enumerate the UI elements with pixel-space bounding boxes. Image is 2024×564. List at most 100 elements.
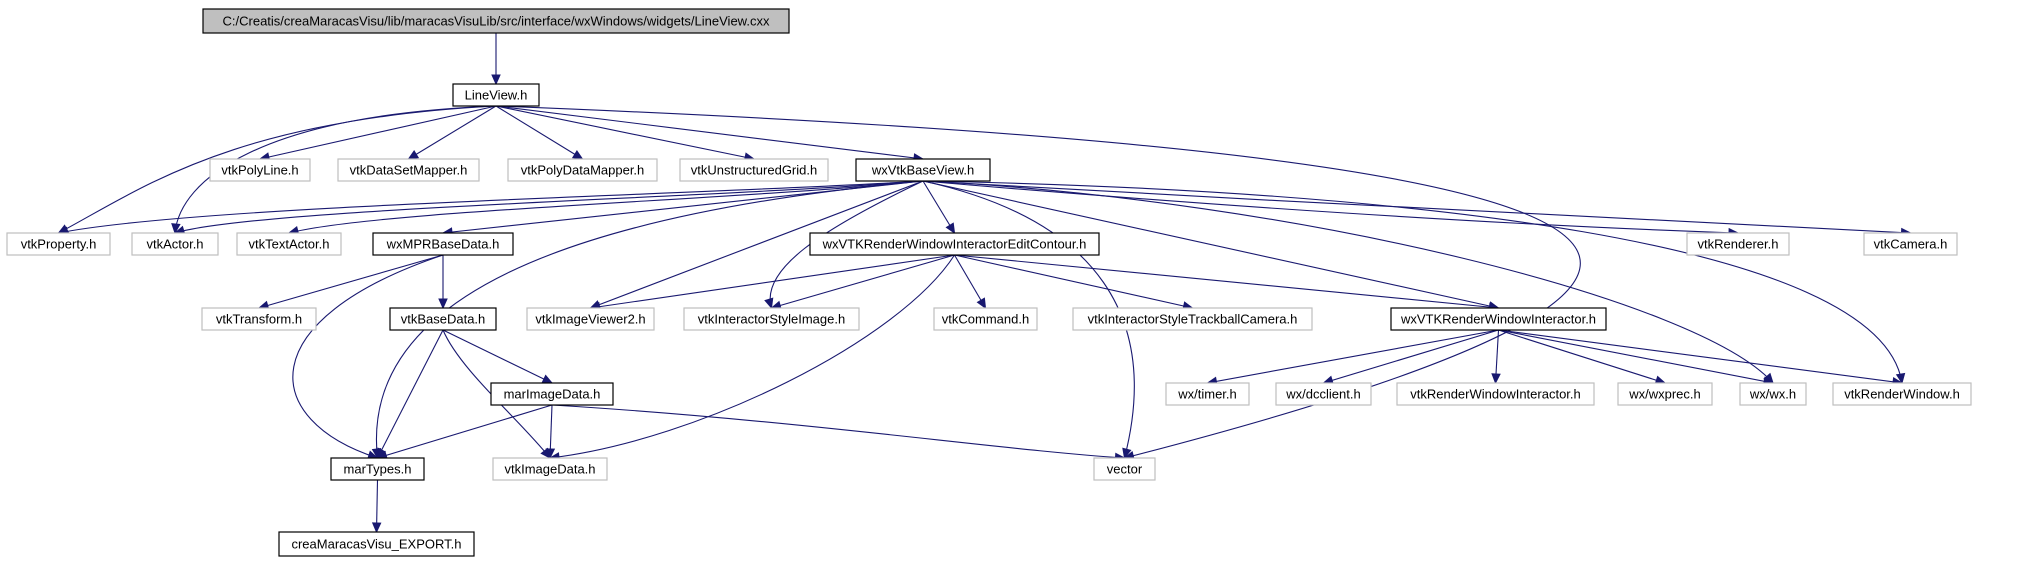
edge-mar-types-to-crea-export: [371, 479, 382, 534]
edges-layer: [57, 33, 1912, 534]
node-box: [1686, 232, 1790, 256]
edge-mar-image-data-to-vector: [551, 404, 1126, 463]
node-label: wxVTKRenderWindowInteractor.h: [1400, 312, 1596, 327]
node-label: vtkImageData.h: [504, 462, 595, 477]
arrowhead: [1491, 373, 1501, 385]
node-root[interactable]: C:/Creatis/creaMaracasVisu/lib/maracasVi…: [202, 8, 790, 34]
node-mar-image-data[interactable]: marImageData.h: [490, 382, 614, 406]
edge-line: [1498, 329, 1666, 384]
node-box: [1275, 382, 1372, 406]
node-label: wxVtkBaseView.h: [871, 163, 974, 178]
edge-wx-vtk-base-view-to-vtk-actor: [173, 180, 924, 235]
node-label: vector: [1107, 462, 1143, 477]
edge-wx-vtkrwi-to-wx-timer: [1206, 329, 1499, 386]
edge-line-view-to-vector: [495, 105, 1581, 461]
node-wx-wxprec: wx/wxprec.h: [1617, 382, 1713, 406]
node-wx-vtk-base-view[interactable]: wxVtkBaseView.h: [855, 158, 991, 182]
node-label: vtkRenderWindowInteractor.h: [1410, 387, 1581, 402]
edge-line: [922, 180, 1911, 234]
edge-line: [442, 329, 553, 384]
node-vtk-base-data[interactable]: vtkBaseData.h: [389, 307, 497, 331]
edge-wx-vtkrwiedit-contour-to-vtk-interactor-style-image: [770, 254, 955, 310]
node-wx-mprbase-data[interactable]: wxMPRBaseData.h: [372, 232, 514, 256]
edge-wx-vtkrwi-to-vtk-render-window: [1498, 329, 1904, 387]
node-vtk-text-actor: vtkTextActor.h: [236, 232, 342, 256]
node-line-view[interactable]: LineView.h: [452, 83, 540, 107]
arrowhead: [945, 222, 956, 235]
node-label: wx/wxprec.h: [1628, 387, 1701, 402]
node-label: vtkDataSetMapper.h: [350, 163, 468, 178]
node-box: [201, 307, 317, 331]
node-vtk-poly-line: vtkPolyLine.h: [209, 158, 311, 182]
node-wx-vtkrwi[interactable]: wxVTKRenderWindowInteractor.h: [1390, 307, 1607, 331]
node-label: creaMaracasVisu_EXPORT.h: [291, 537, 461, 552]
node-box: [1072, 307, 1313, 331]
node-wx-timer: wx/timer.h: [1165, 382, 1250, 406]
node-box: [337, 158, 480, 182]
arrowhead: [1122, 447, 1132, 460]
edge-wx-mprbase-data-to-vtk-transform: [257, 254, 444, 310]
node-vtk-camera: vtkCamera.h: [1863, 232, 1958, 256]
edge-line: [1207, 329, 1499, 384]
node-label: vtkInteractorStyleImage.h: [698, 312, 845, 327]
arrowhead: [1895, 372, 1906, 385]
node-mar-types[interactable]: marTypes.h: [330, 457, 425, 481]
node-wx-dcclient: wx/dcclient.h: [1275, 382, 1372, 406]
edge-line: [922, 180, 1903, 384]
node-vtk-interactor-style-trackball-camera: vtkInteractorStyleTrackballCamera.h: [1072, 307, 1313, 331]
edge-line: [954, 254, 986, 309]
edge-line-view-to-wx-vtk-base-view: [495, 105, 925, 163]
node-box: [389, 307, 497, 331]
edge-wx-vtkrwiedit-contour-to-vtk-interactor-style-trackball-camera: [954, 254, 1194, 311]
arrowhead: [407, 149, 420, 160]
node-box: [1390, 307, 1607, 331]
edge-line: [174, 105, 497, 234]
node-label: vtkTextActor.h: [249, 237, 330, 252]
node-label: wxVTKRenderWindowInteractorEditContour.h: [822, 237, 1087, 252]
edge-line: [495, 105, 583, 160]
node-box: [131, 232, 219, 256]
edge-wx-vtkrwiedit-contour-to-wx-vtkrwi: [954, 254, 1500, 312]
edge-line: [954, 254, 1193, 309]
edge-line: [377, 329, 444, 459]
edge-line: [922, 180, 1739, 234]
node-box: [1832, 382, 1972, 406]
edge-wx-vtk-base-view-to-vector: [922, 180, 1135, 460]
arrowhead: [438, 298, 448, 310]
node-label: wx/dcclient.h: [1285, 387, 1360, 402]
edge-line: [258, 254, 444, 309]
arrowhead: [545, 448, 556, 460]
node-vtk-unstructured-grid: vtkUnstructuredGrid.h: [679, 158, 829, 182]
nodes-layer: C:/Creatis/creaMaracasVisu/lib/maracasVi…: [6, 8, 1972, 557]
arrowhead: [371, 522, 382, 534]
edge-line: [259, 105, 497, 160]
node-box: [492, 457, 608, 481]
edge-line: [549, 254, 955, 459]
node-wx-vtkrwiedit-contour[interactable]: wxVTKRenderWindowInteractorEditContour.h: [809, 232, 1100, 256]
edge-line-view-to-vtk-poly-data-mapper: [495, 105, 584, 160]
node-box: [1617, 382, 1713, 406]
edge-line: [58, 105, 497, 234]
arrowhead: [764, 297, 774, 310]
node-label: LineView.h: [465, 88, 528, 103]
edge-line-view-to-vtk-actor: [171, 105, 497, 235]
node-vtk-image-viewer2: vtkImageViewer2.h: [526, 307, 655, 331]
node-vtk-command: vtkCommand.h: [933, 307, 1038, 331]
edge-line: [495, 105, 755, 160]
edge-line: [922, 180, 1774, 384]
edge-line-view-to-vtk-poly-line: [258, 105, 497, 162]
node-box: [372, 232, 514, 256]
node-label: wx/wx.h: [1749, 387, 1796, 402]
edge-line: [551, 404, 1125, 459]
node-crea-export[interactable]: creaMaracasVisu_EXPORT.h: [278, 531, 475, 557]
edge-wx-vtkrwiedit-contour-to-vtk-image-data: [548, 254, 955, 462]
node-label: vtkUnstructuredGrid.h: [691, 163, 817, 178]
node-vtk-property: vtkProperty.h: [6, 232, 111, 256]
node-box: [202, 8, 790, 34]
edge-wx-mprbase-data-to-mar-types: [292, 254, 444, 460]
node-vtk-renderer: vtkRenderer.h: [1686, 232, 1790, 256]
edge-mar-image-data-to-vtk-image-data: [545, 404, 556, 460]
node-label: wx/timer.h: [1177, 387, 1237, 402]
node-vtk-interactor-style-image: vtkInteractorStyleImage.h: [683, 307, 860, 331]
node-label: wxMPRBaseData.h: [386, 237, 500, 252]
